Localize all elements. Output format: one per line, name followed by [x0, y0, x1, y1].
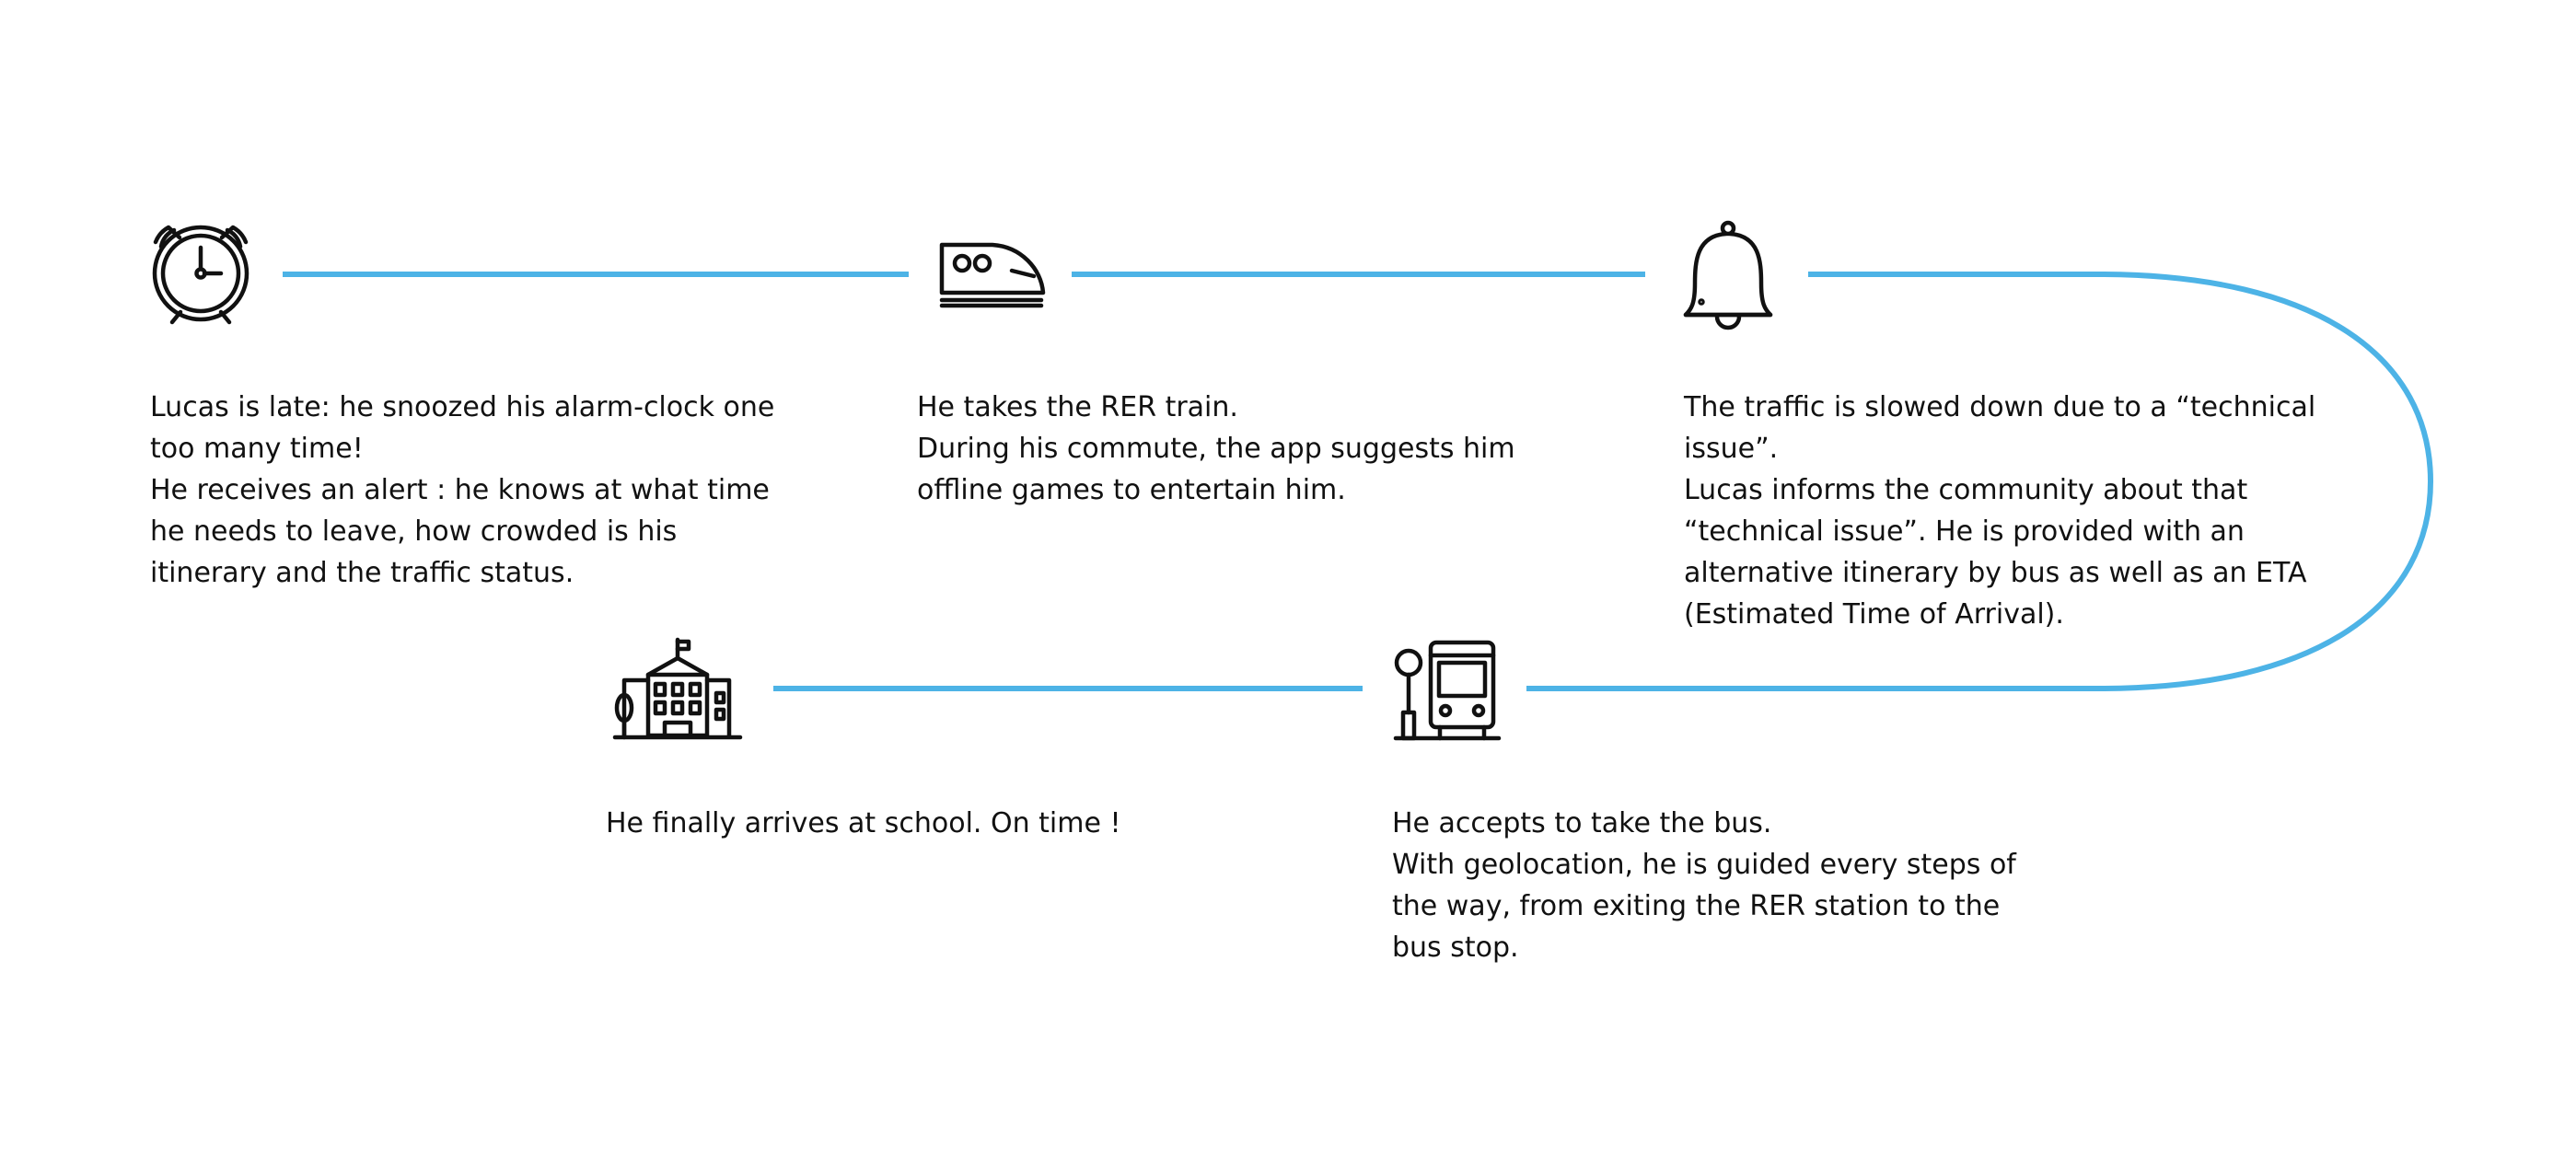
connector-loop — [1526, 272, 2434, 691]
step-text-alert: The traffic is slowed down due to a “tec… — [1684, 387, 2315, 635]
step-text-line: issue”. — [1684, 433, 1779, 465]
step-text-line: (Estimated Time of Arrival). — [1684, 598, 2064, 631]
step-text-line: He finally arrives at school. On time ! — [606, 807, 1121, 839]
step-text-alarm: Lucas is late: he snoozed his alarm-cloc… — [150, 387, 774, 594]
step-text-line: Lucas informs the community about that — [1684, 474, 2248, 506]
step-text-line: the way, from exiting the RER station to… — [1392, 890, 2001, 922]
step-text-line: alternative itinerary by bus as well as … — [1684, 557, 2307, 589]
step-text-line: “technical issue”. He is provided with a… — [1684, 515, 2245, 548]
step-text-line: too many time! — [150, 433, 364, 465]
alarm-clock-icon — [152, 225, 249, 325]
step-text-train: He takes the RER train. During his commu… — [917, 387, 1515, 511]
step-text-line: The traffic is slowed down due to a “tec… — [1684, 391, 2316, 423]
bell-icon — [1683, 220, 1773, 330]
step-text-bus: He accepts to take the bus. With geoloca… — [1392, 803, 2016, 968]
step-text-line: bus stop. — [1392, 932, 1519, 964]
step-text-line: With geolocation, he is guided every ste… — [1392, 849, 2016, 881]
step-text-line: offline games to entertain him. — [917, 474, 1346, 506]
step-text-school: He finally arrives at school. On time ! — [606, 803, 1120, 844]
step-text-line: He takes the RER train. — [917, 391, 1238, 423]
step-text-line: He receives an alert : he knows at what … — [150, 474, 770, 506]
step-text-line: During his commute, the app suggests him — [917, 433, 1515, 465]
step-text-line: itinerary and the traffic status. — [150, 557, 574, 589]
step-text-line: Lucas is late: he snoozed his alarm-cloc… — [150, 391, 775, 423]
bus-stop-icon — [1393, 640, 1502, 741]
step-text-line: he needs to leave, how crowded is his — [150, 515, 678, 548]
step-text-line: He accepts to take the bus. — [1392, 807, 1772, 839]
train-icon — [939, 242, 1046, 308]
connectors — [283, 272, 2434, 691]
school-icon — [612, 637, 743, 740]
